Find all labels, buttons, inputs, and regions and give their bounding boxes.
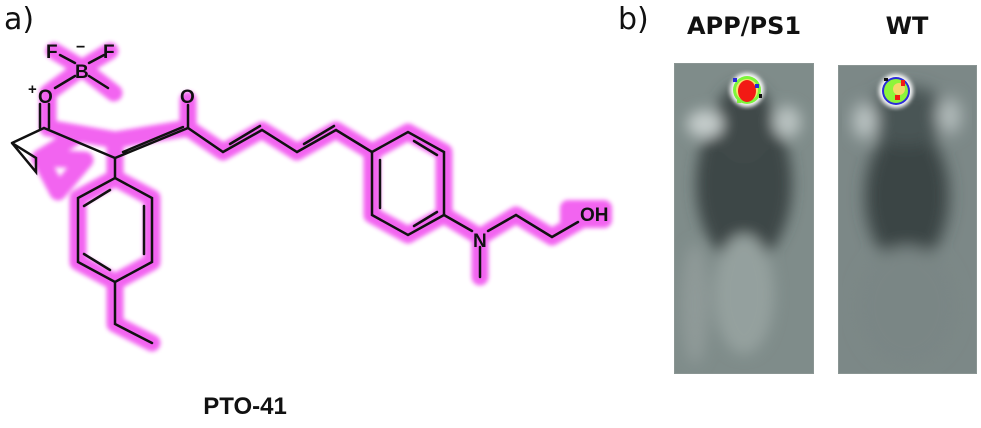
compound-name-label: PTO-41 bbox=[203, 393, 287, 420]
panel-b-label: b) bbox=[618, 2, 649, 37]
app-ps1-title: APP/PS1 bbox=[686, 12, 802, 40]
atom-nitrogen: N bbox=[473, 231, 487, 252]
atom-oxygen-right: O bbox=[180, 87, 195, 108]
wt-title: WT bbox=[885, 12, 929, 40]
bond-lines bbox=[10, 53, 580, 345]
atom-fluorine-left: F bbox=[46, 42, 58, 63]
atom-labels: F F B − O + O N OH bbox=[28, 39, 609, 252]
signal-hotspot bbox=[882, 77, 910, 105]
atom-oxygen-left: O bbox=[38, 87, 53, 108]
oxygen-positive-charge: + bbox=[28, 81, 37, 98]
pto41-structure-diagram: F F B − O + O N OH bbox=[10, 39, 612, 352]
signal-hotspot bbox=[733, 76, 762, 104]
wt-fluorescence-image bbox=[838, 65, 977, 374]
pink-highlight bbox=[31, 42, 612, 352]
atom-boron: B bbox=[75, 62, 89, 83]
panel-a-label: a) bbox=[4, 2, 35, 37]
app-ps1-fluorescence-image bbox=[674, 63, 814, 374]
boron-negative-charge: − bbox=[76, 39, 85, 56]
hydroxyl-group: OH bbox=[580, 205, 609, 226]
atom-fluorine-right: F bbox=[103, 42, 115, 63]
